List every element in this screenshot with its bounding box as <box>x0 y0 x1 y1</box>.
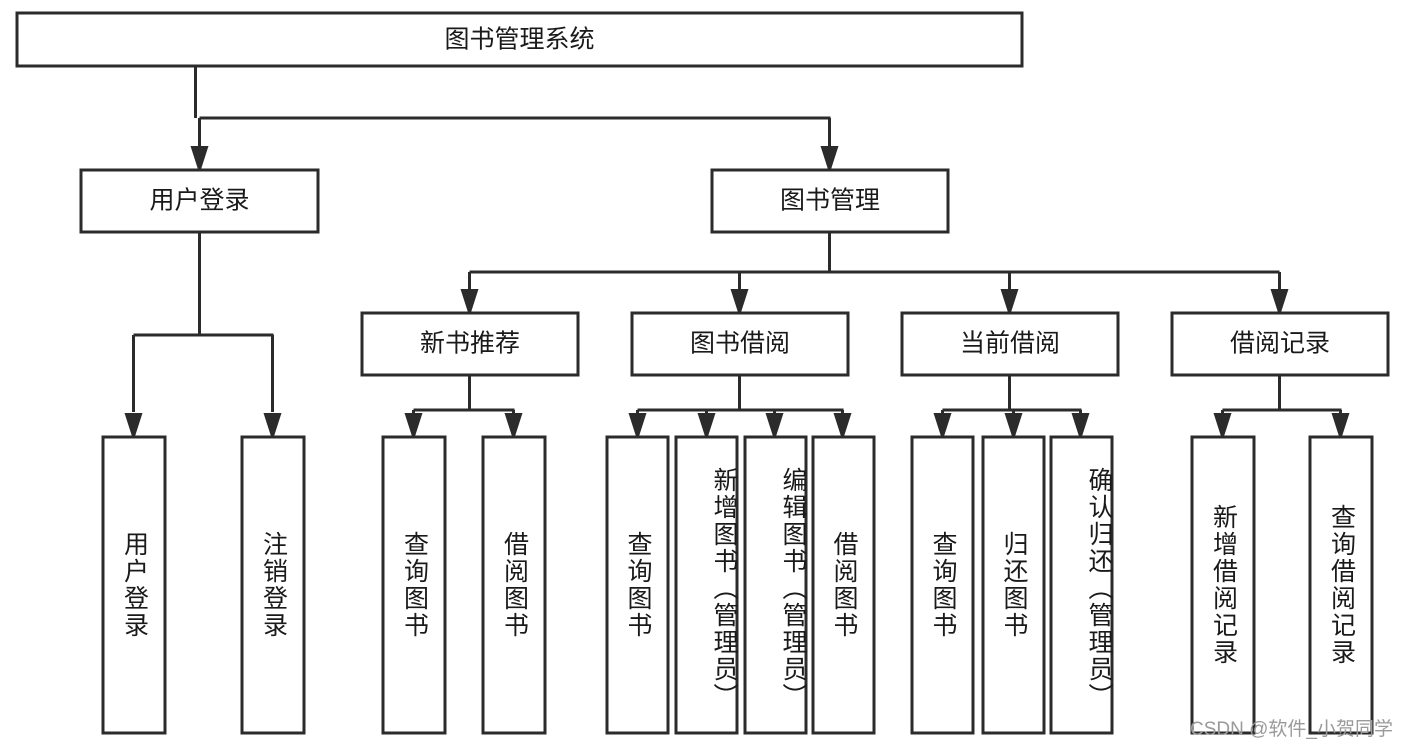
leaf-box-group <box>101 435 1374 735</box>
node-borrow-record[interactable]: 借阅记录 <box>1170 311 1390 377</box>
leaf-box[interactable] <box>1190 435 1256 735</box>
leaf-label-edit-book-admin: 编辑图书（管理员） <box>779 466 807 710</box>
leaf-label-query-book-current: 查询图书 <box>929 531 957 639</box>
node-root[interactable]: 图书管理系统 <box>15 11 1024 68</box>
leaf-box[interactable] <box>101 435 167 735</box>
node-book-manage-label: 图书管理 <box>780 187 880 215</box>
node-current-borrow[interactable]: 当前借阅 <box>900 311 1120 377</box>
leaf-label-return-book: 归还图书 <box>1000 531 1028 639</box>
connector-borrow-book-to-leaves <box>628 375 852 441</box>
leaf-label-query-borrow-record: 查询借阅记录 <box>1327 504 1356 666</box>
node-borrow-record-label: 借阅记录 <box>1230 330 1330 358</box>
leaf-label-add-book-admin: 新增图书（管理员） <box>710 466 738 710</box>
node-user-login-label: 用户登录 <box>149 187 249 215</box>
leaf-label-query-book-borrow: 查询图书 <box>624 531 652 639</box>
node-new-book-recommend-label: 新书推荐 <box>420 330 520 358</box>
leaf-box[interactable] <box>481 435 547 735</box>
connector-user-login-to-leaves <box>124 232 282 441</box>
watermark: CSDN @软件_小贺同学 <box>1190 719 1393 740</box>
node-book-borrow-label: 图书借阅 <box>690 330 790 358</box>
leaf-label-query-book-new: 查询图书 <box>400 531 429 639</box>
leaf-box[interactable] <box>674 435 739 735</box>
leaf-box[interactable] <box>1308 435 1374 735</box>
node-root-label: 图书管理系统 <box>444 26 594 54</box>
leaf-label-confirm-return-admin: 确认归还（管理员） <box>1085 466 1113 710</box>
leaf-box[interactable] <box>743 435 808 735</box>
leaf-label-add-borrow-record: 新增借阅记录 <box>1209 504 1238 666</box>
node-user-login[interactable]: 用户登录 <box>79 168 320 234</box>
leaf-label-borrow-book-new: 借阅图书 <box>500 531 529 639</box>
connector-current-borrow-to-leaves <box>933 375 1090 441</box>
leaf-box[interactable] <box>605 435 670 735</box>
leaf-box[interactable] <box>1049 435 1114 735</box>
connector-book-manage-to-level3 <box>460 232 1289 317</box>
leaf-box[interactable] <box>910 435 975 735</box>
leaf-label-logout: 注销登录 <box>259 531 288 639</box>
node-current-borrow-label: 当前借阅 <box>960 330 1060 358</box>
node-book-manage[interactable]: 图书管理 <box>710 168 950 234</box>
leaf-box[interactable] <box>981 435 1046 735</box>
connector-borrow-record-to-leaves <box>1213 375 1350 441</box>
leaf-box[interactable] <box>381 435 447 735</box>
leaf-box[interactable] <box>811 435 876 735</box>
node-book-borrow[interactable]: 图书借阅 <box>630 311 850 377</box>
leaf-label-user-login: 用户登录 <box>120 531 149 639</box>
leaf-label-borrow-book: 借阅图书 <box>830 531 858 639</box>
connector-root-to-level2 <box>190 66 839 174</box>
connector-new-book-to-leaves <box>404 375 523 441</box>
leaf-box[interactable] <box>240 435 306 735</box>
node-new-book-recommend[interactable]: 新书推荐 <box>360 311 580 377</box>
